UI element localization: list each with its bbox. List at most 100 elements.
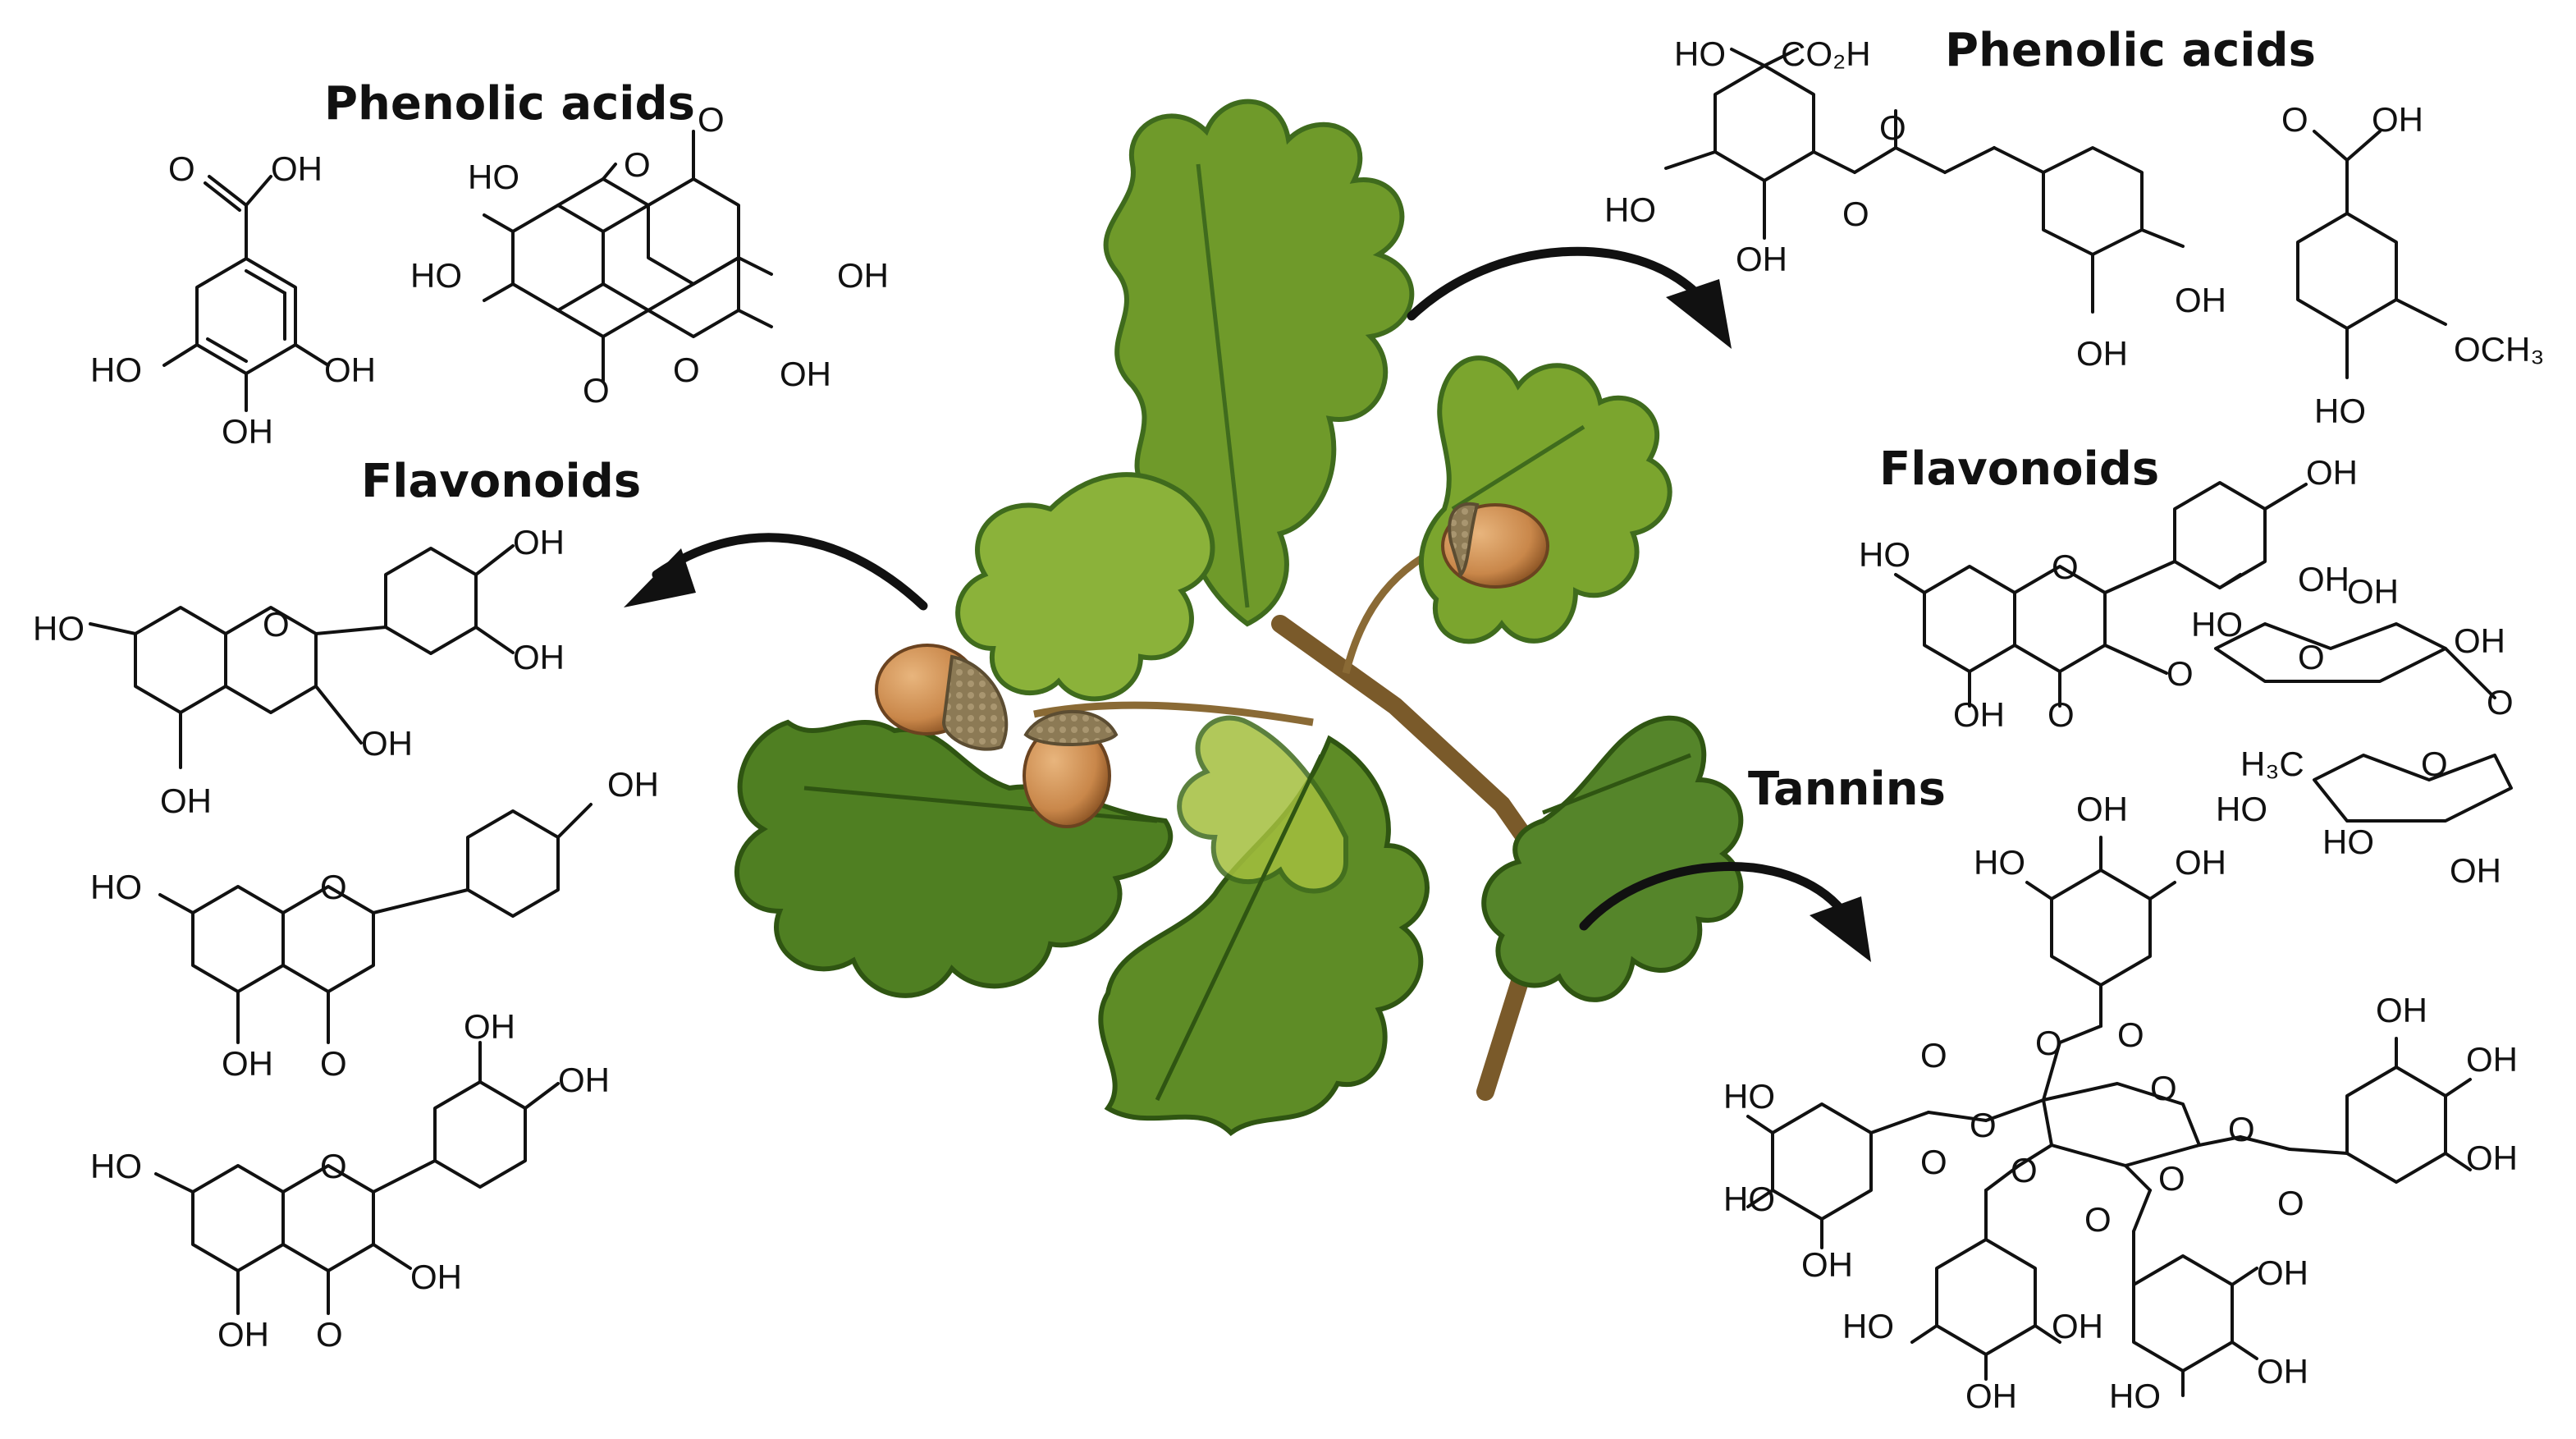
- oak-leaf: [955, 472, 1215, 702]
- atom-label: OH: [1801, 1245, 1853, 1284]
- structure-gallic-acid: O OH HO OH OH: [90, 149, 376, 451]
- atom-label: HO: [1974, 843, 2025, 882]
- acorn: [1023, 709, 1119, 828]
- heading-phenolic-acids-right: Phenolic acids: [1945, 24, 2316, 77]
- atom-label: OH: [2076, 790, 2128, 828]
- atom-label: O: [1842, 195, 1869, 233]
- atom-label: HO: [1842, 1307, 1894, 1345]
- atom-label: OH: [2466, 1139, 2518, 1177]
- heading-flavonoids-left: Flavonoids: [361, 455, 641, 508]
- acorn: [1441, 502, 1549, 589]
- atom-label: O: [2150, 1069, 2177, 1107]
- atom-label: O: [583, 371, 610, 410]
- atom-label: O: [2052, 548, 2079, 586]
- atom-label: OH: [464, 1007, 515, 1046]
- arrow-to-left-flavonoids: [624, 533, 928, 611]
- atom-label: O: [673, 351, 700, 389]
- oak-leaf: [1481, 715, 1744, 1002]
- structure-quercetin: O HO OH O OH OH OH: [90, 1007, 610, 1354]
- atom-label: HO: [2109, 1377, 2161, 1415]
- atom-label: OH: [324, 351, 376, 389]
- atom-label: OH: [2454, 621, 2505, 660]
- leaf-vein: [1542, 753, 1691, 815]
- atom-label: OH: [2372, 100, 2423, 139]
- atom-label: O: [1920, 1036, 1947, 1075]
- atom-label: O: [2281, 100, 2308, 139]
- atom-label: HO: [1859, 535, 1910, 574]
- acorn: [875, 644, 1009, 751]
- atom-label: OH: [222, 412, 273, 451]
- atom-label: OH: [361, 724, 413, 763]
- atom-label: O: [624, 145, 651, 184]
- structure-chlorogenic-acid: HO CO₂H HO OH O O OH OH: [1604, 34, 2226, 373]
- heading-tannins: Tannins: [1748, 763, 1946, 816]
- atom-label: OH: [1965, 1377, 2017, 1415]
- structure-ellagic-acid: O O HO HO OH OH O O: [410, 100, 889, 410]
- arrow-to-right-phenolics: [1407, 246, 1732, 349]
- atom-label: HO: [90, 868, 142, 906]
- atom-label: OH: [2257, 1352, 2308, 1391]
- oak-leaf: [1418, 355, 1672, 644]
- atom-label: OH: [2306, 453, 2358, 492]
- atom-label: OH: [607, 765, 659, 804]
- atom-label: OH: [2175, 843, 2226, 882]
- atom-label: O: [2084, 1200, 2112, 1239]
- atom-label: O: [316, 1315, 343, 1354]
- atom-label: O: [2421, 745, 2448, 783]
- atom-label: O: [2277, 1184, 2304, 1222]
- atom-label: HO: [1674, 34, 1726, 73]
- atom-label: O: [1920, 1143, 1947, 1181]
- atom-label: HO: [90, 1147, 142, 1185]
- atom-label: HO: [1723, 1077, 1775, 1116]
- atom-label: OH: [217, 1315, 269, 1354]
- oak-branch-illustration: [734, 99, 1744, 1136]
- atom-label: O: [2035, 1024, 2062, 1062]
- arrow-to-tannins: [1579, 862, 1871, 962]
- atom-label: OH: [513, 523, 565, 561]
- atom-label: HO: [1604, 190, 1656, 229]
- structure-naringenin: O HO OH O OH: [90, 765, 659, 1083]
- atom-label: H₃C: [2240, 745, 2304, 783]
- atom-label: O: [320, 1147, 347, 1185]
- atom-label: OH: [2257, 1253, 2308, 1292]
- heading-phenolic-acids-left: Phenolic acids: [324, 77, 695, 131]
- structure-pentagalloyl-glucose: O OH HO OH O O O O HO HO OH O O: [1723, 790, 2518, 1415]
- atom-label: OH: [780, 355, 831, 393]
- atom-label: HO: [2322, 823, 2374, 861]
- leaf-vein: [1155, 754, 1324, 1102]
- atom-label: O: [320, 868, 347, 906]
- atom-label: OH: [2376, 991, 2427, 1029]
- atom-label: HO: [90, 351, 142, 389]
- atom-label: OH: [1953, 695, 2005, 734]
- atom-label: OH: [2450, 851, 2501, 890]
- atom-label: O: [698, 100, 725, 139]
- atom-label: O: [320, 1044, 347, 1083]
- atom-label: OH: [837, 256, 889, 295]
- oak-leaf: [1177, 715, 1348, 894]
- leaf-vein: [1196, 163, 1250, 608]
- atom-label: O: [2117, 1015, 2144, 1054]
- atom-label: O: [263, 605, 290, 644]
- atom-label: O: [2158, 1159, 2185, 1198]
- structure-catechin: O HO OH OH OH OH: [33, 523, 565, 820]
- leaf-vein: [803, 786, 1158, 823]
- atom-label: OH: [222, 1044, 273, 1083]
- atom-label: HO: [2216, 790, 2267, 828]
- atom-label: HO: [33, 609, 85, 648]
- atom-label: O: [2228, 1110, 2255, 1148]
- leaf-vein: [1451, 424, 1585, 511]
- atom-label: HO: [2191, 605, 2243, 644]
- atom-label: OH: [160, 781, 212, 820]
- atom-label: O: [2048, 695, 2075, 734]
- atom-label: O: [2166, 654, 2194, 693]
- atom-label: O: [2298, 638, 2325, 676]
- atom-label: OH: [2175, 281, 2226, 319]
- atom-label: OH: [2298, 560, 2350, 598]
- atom-label: OH: [410, 1258, 462, 1296]
- structure-vanillic-acid: O OH OCH₃ HO: [2281, 100, 2544, 430]
- atom-label: OH: [2052, 1307, 2103, 1345]
- atom-label: OH: [1736, 240, 1787, 278]
- atom-label: O: [2487, 683, 2514, 722]
- atom-label: O: [2011, 1151, 2038, 1189]
